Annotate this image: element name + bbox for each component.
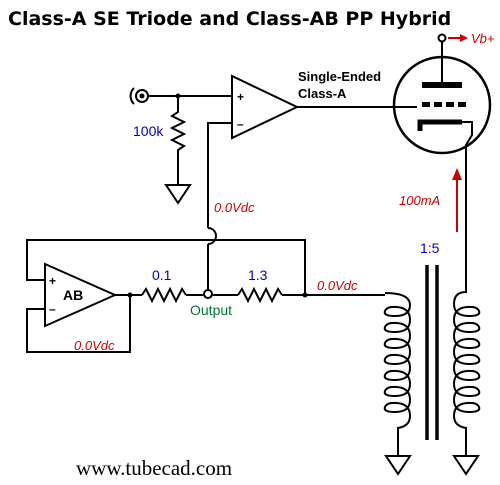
wire-crossover-hop <box>207 227 217 245</box>
ground-symbol-primary <box>384 455 412 476</box>
vb-terminal <box>437 33 447 43</box>
resistor-1-3-label: 1.3 <box>248 267 268 283</box>
resistor-100k-label: 100k <box>133 123 164 139</box>
resistor-100k <box>169 96 187 185</box>
opamp-single-ended <box>231 74 300 140</box>
feedback-wire-top <box>207 122 232 228</box>
resistor-1-3 <box>237 286 283 304</box>
ab-minus-feedback-wire <box>26 295 131 353</box>
opamp-ab-label: AB <box>63 287 83 303</box>
transformer-primary-winding <box>383 292 412 455</box>
opamp-top-plus: + <box>237 90 244 104</box>
ground-symbol-input <box>164 184 192 205</box>
website-url: www.tubecad.com <box>76 456 232 480</box>
cathode-lead <box>462 121 473 278</box>
current-arrow-icon <box>452 168 462 232</box>
ab-plus-feedback-wire <box>26 239 306 295</box>
single-ended-label-2: Class-A <box>298 86 347 101</box>
diagram-title: Class-A SE Triode and Class-AB PP Hybrid <box>8 8 451 30</box>
vdc-right-label: 0.0Vdc <box>317 278 358 293</box>
resistor-0-1-label: 0.1 <box>152 267 172 283</box>
output-label: Output <box>190 302 232 318</box>
input-jack <box>129 87 149 105</box>
opamp-ab-minus: – <box>49 302 56 316</box>
opamp-top-minus: – <box>237 117 244 131</box>
vb-arrow-icon <box>448 34 468 42</box>
output-node <box>203 289 213 299</box>
ratio-label: 1:5 <box>420 240 440 256</box>
current-label: 100mA <box>399 193 440 208</box>
ground-symbol-secondary <box>452 455 480 476</box>
resistor-0-1 <box>141 286 187 304</box>
opamp-ab <box>44 262 118 328</box>
vdc-lower-left-label: 0.0Vdc <box>74 338 115 353</box>
vb-plus-label: Vb+ <box>471 31 495 46</box>
single-ended-label-1: Single-Ended <box>298 69 381 84</box>
transformer-secondary-winding <box>452 278 481 455</box>
junction-dot-right <box>302 292 308 298</box>
opamp-ab-plus: + <box>49 274 56 288</box>
vdc-upper-label: 0.0Vdc <box>214 200 255 215</box>
